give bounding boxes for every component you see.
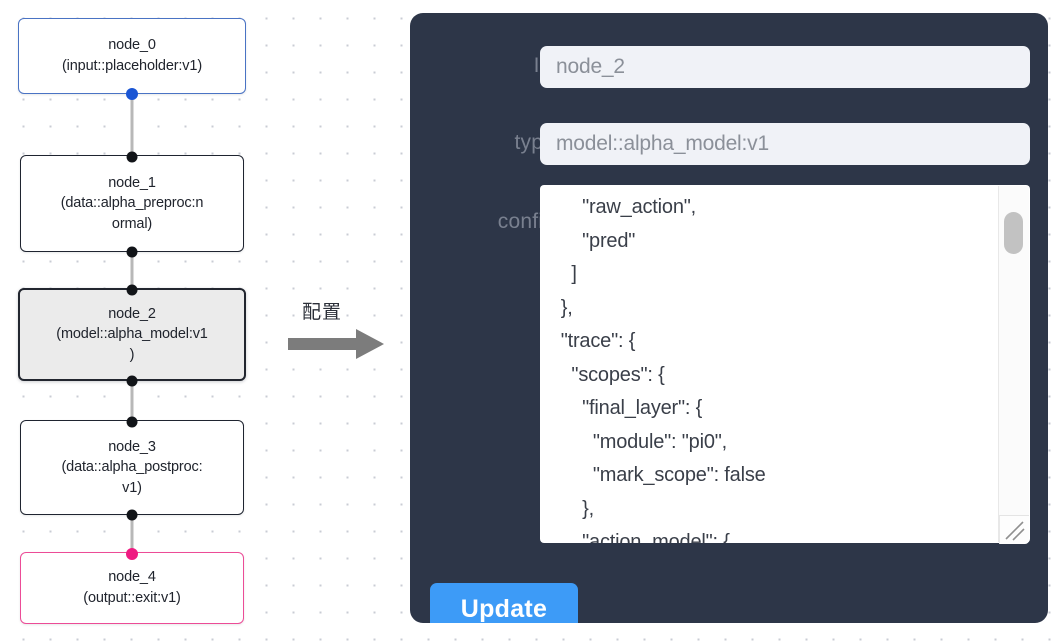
node-type-label-cont: ormal) <box>111 215 153 232</box>
port-node_3-input[interactable] <box>126 416 138 428</box>
port-node_3-output[interactable] <box>126 509 138 521</box>
port-node_4-input[interactable] <box>126 548 138 560</box>
node-type-label: (output::exit:v1) <box>83 590 181 606</box>
connector-group: 配置 <box>288 297 398 367</box>
node-type-label-cont: v1) <box>122 479 142 496</box>
node-config-panel: ID type config "raw_action", "pred" ] },… <box>410 13 1048 623</box>
node-type-label: (data::alpha_postproc: <box>61 459 203 476</box>
type-input[interactable] <box>540 123 1030 165</box>
update-button[interactable]: Update <box>430 583 578 623</box>
node-type-label: (model::alpha_model:v1 <box>56 326 208 343</box>
config-field-label: config <box>497 210 555 233</box>
config-scrollbar-track[interactable] <box>998 186 1029 542</box>
connector-label: 配置 <box>302 302 343 323</box>
config-textarea-wrapper: "raw_action", "pred" ] }, "trace": { "sc… <box>540 185 1030 559</box>
node-id-label: node_1 <box>108 174 156 191</box>
port-node_2-output[interactable] <box>126 375 138 387</box>
graph-node-node_3[interactable]: node_3 (data::alpha_postproc: v1) <box>20 420 244 515</box>
node-type-label: (data::alpha_preproc:n <box>60 195 204 212</box>
config-resize-handle[interactable] <box>999 515 1029 544</box>
id-input[interactable] <box>540 46 1030 88</box>
graph-node-node_0[interactable]: node_0 (input::placeholder:v1) <box>18 18 246 94</box>
port-node_2-input[interactable] <box>126 284 138 296</box>
port-node_0-output[interactable] <box>126 88 138 100</box>
node-id-label: node_0 <box>108 37 156 54</box>
resize-grip-icon <box>1005 521 1025 541</box>
port-node_1-input[interactable] <box>126 151 138 163</box>
right-arrow-icon <box>288 329 384 359</box>
node-type-label-cont: ) <box>129 346 135 363</box>
graph-node-node_2[interactable]: node_2 (model::alpha_model:v1 ) <box>18 288 246 381</box>
config-textarea[interactable]: "raw_action", "pred" ] }, "trace": { "sc… <box>540 185 1030 543</box>
node-type-label: (input::placeholder:v1) <box>61 58 203 74</box>
node-id-label: node_2 <box>108 305 156 322</box>
node-id-label: node_3 <box>108 438 156 455</box>
node-id-label: node_4 <box>108 569 156 586</box>
type-field-label: type <box>514 131 555 154</box>
graph-node-node_1[interactable]: node_1 (data::alpha_preproc:n ormal) <box>20 155 244 252</box>
port-node_1-output[interactable] <box>126 246 138 258</box>
graph-node-node_4[interactable]: node_4 (output::exit:v1) <box>20 552 244 624</box>
config-scrollbar-thumb[interactable] <box>1004 212 1023 254</box>
